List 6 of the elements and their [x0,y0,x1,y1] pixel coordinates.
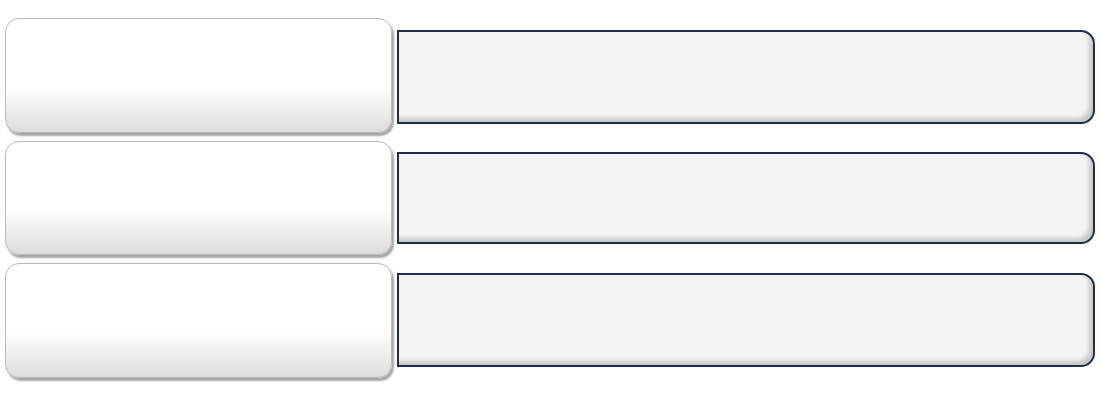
rounded-panel [5,263,392,378]
content-panel [397,30,1095,124]
rounded-panel [5,18,392,133]
rounded-panel [5,141,392,255]
content-panel [397,273,1095,367]
content-panel [397,152,1095,244]
